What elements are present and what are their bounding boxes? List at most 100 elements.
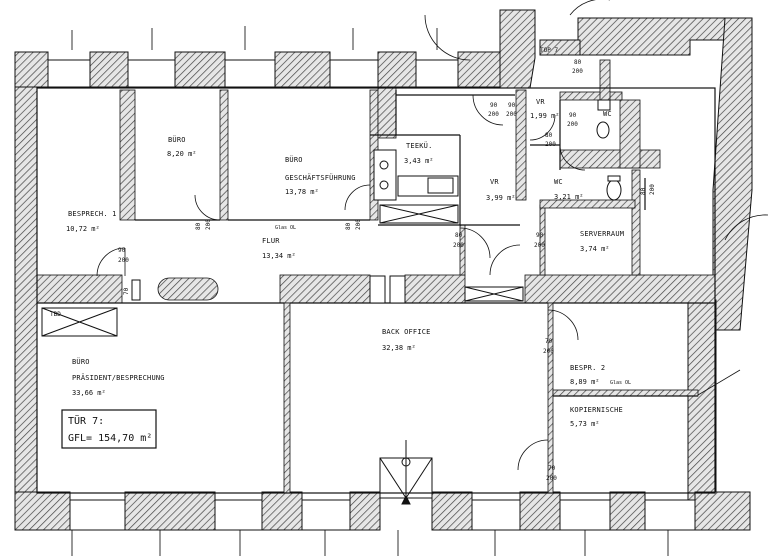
svg-text:200: 200	[543, 348, 554, 355]
svg-text:BÜRO: BÜRO	[72, 357, 90, 366]
svg-text:WC: WC	[603, 110, 612, 118]
svg-text:80: 80	[195, 222, 202, 230]
svg-text:200: 200	[572, 68, 583, 75]
svg-text:200: 200	[506, 111, 517, 118]
dimension-ticks-top	[71, 26, 438, 50]
svg-text:VR: VR	[490, 178, 499, 186]
room-bespr1: BESPRECH. 1 10,72 m²	[66, 210, 117, 233]
svg-text:200: 200	[453, 242, 464, 249]
svg-text:GFL= 154,70 m²: GFL= 154,70 m²	[68, 433, 152, 444]
room-buero1: BÜRO 8,20 m²	[167, 135, 197, 158]
svg-text:200: 200	[649, 184, 656, 195]
wc-fixtures	[596, 99, 622, 201]
entrance-stairs	[379, 440, 433, 505]
svg-text:3,74 m²: 3,74 m²	[580, 245, 610, 253]
room-praes: BÜRO PRÄSIDENT/BESPRECHUNG 33,66 m²	[72, 357, 165, 397]
dimension-ticks-bottom	[71, 530, 669, 556]
room-lines	[36, 87, 716, 494]
svg-text:200: 200	[567, 121, 578, 128]
svg-text:3,43 m²: 3,43 m²	[404, 157, 434, 165]
svg-text:FLUR: FLUR	[262, 237, 280, 245]
svg-text:8,20 m²: 8,20 m²	[167, 150, 197, 158]
top7-label: TOP 7	[540, 47, 558, 54]
room-server: SERVERRAUM 3,74 m²	[580, 230, 624, 253]
svg-text:WC: WC	[554, 178, 563, 186]
svg-text:80: 80	[455, 232, 463, 239]
svg-text:80: 80	[640, 187, 647, 195]
room-gf: BÜRO GESCHÄFTSFÜHRUNG 13,78 m²	[285, 155, 356, 196]
vertical-70-label: 70	[123, 287, 130, 295]
room-back-office: BACK OFFICE 32,38 m²	[382, 328, 431, 352]
svg-text:13,78 m²: 13,78 m²	[285, 188, 319, 196]
door-swings	[96, 0, 768, 471]
svg-text:70: 70	[545, 338, 553, 345]
svg-text:BESPR. 2: BESPR. 2	[570, 364, 605, 372]
svg-text:TEEKÜ.: TEEKÜ.	[406, 141, 433, 150]
svg-text:90: 90	[536, 232, 544, 239]
glas-label-1: Glas OL	[275, 225, 296, 231]
svg-text:BESPRECH. 1: BESPRECH. 1	[68, 210, 117, 218]
room-vr-mid: VR 3,99 m²	[486, 178, 516, 202]
svg-text:SERVERRAUM: SERVERRAUM	[580, 230, 624, 238]
room-wc1: WC 3,21 m²	[554, 178, 584, 201]
svg-text:BACK OFFICE: BACK OFFICE	[382, 328, 431, 336]
svg-text:200: 200	[355, 219, 362, 230]
svg-text:KOPIERNISCHE: KOPIERNISCHE	[570, 406, 623, 414]
svg-text:32,38 m²: 32,38 m²	[382, 344, 416, 352]
svg-text:TÜR 7:: TÜR 7:	[68, 414, 104, 427]
room-vr-top: VR 1,99 m²	[530, 98, 560, 120]
room-kopier: KOPIERNISCHE 5,73 m²	[570, 406, 623, 428]
svg-text:80: 80	[574, 59, 582, 66]
svg-text:200: 200	[534, 242, 545, 249]
svg-text:13,34 m²: 13,34 m²	[262, 252, 296, 260]
svg-text:200: 200	[546, 475, 557, 482]
door-slabs	[131, 275, 406, 304]
svg-text:GESCHÄFTSFÜHRUNG: GESCHÄFTSFÜHRUNG	[285, 173, 356, 182]
interior-walls	[36, 59, 716, 494]
svg-text:70: 70	[548, 465, 556, 472]
svg-text:BÜRO: BÜRO	[168, 135, 186, 144]
storage-box-mid	[464, 286, 524, 302]
svg-text:BÜRO: BÜRO	[285, 155, 303, 164]
room-wc2: WC	[603, 110, 612, 118]
svg-text:VR: VR	[536, 98, 545, 106]
svg-text:5,73 m²: 5,73 m²	[570, 420, 600, 428]
svg-text:200: 200	[205, 219, 212, 230]
room-teekue: TEEKÜ. 3,43 m²	[404, 141, 434, 165]
svg-text:90: 90	[118, 247, 126, 254]
area-summary-box: TÜR 7: GFL= 154,70 m²	[61, 409, 157, 449]
svg-text:200: 200	[488, 111, 499, 118]
room-flur: FLUR 13,34 m²	[262, 237, 296, 260]
glas-label-2: Glas OL	[610, 380, 631, 386]
svg-text:200: 200	[545, 141, 556, 148]
svg-text:90: 90	[569, 112, 577, 119]
outer-walls	[14, 9, 753, 531]
windows-bottom	[69, 499, 696, 531]
storage-box-left	[41, 307, 118, 337]
svg-text:8,89 m²: 8,89 m²	[570, 378, 600, 386]
room-bespr2: BESPR. 2 8,89 m²	[570, 364, 605, 386]
svg-text:90: 90	[490, 102, 498, 109]
svg-text:90: 90	[508, 102, 516, 109]
windows-top	[47, 59, 459, 88]
svg-text:80: 80	[545, 132, 553, 139]
kitchen-fixtures	[373, 149, 459, 224]
svg-text:3,21 m²: 3,21 m²	[554, 193, 584, 201]
svg-text:10,72 m²: 10,72 m²	[66, 225, 100, 233]
svg-text:80: 80	[345, 222, 352, 230]
